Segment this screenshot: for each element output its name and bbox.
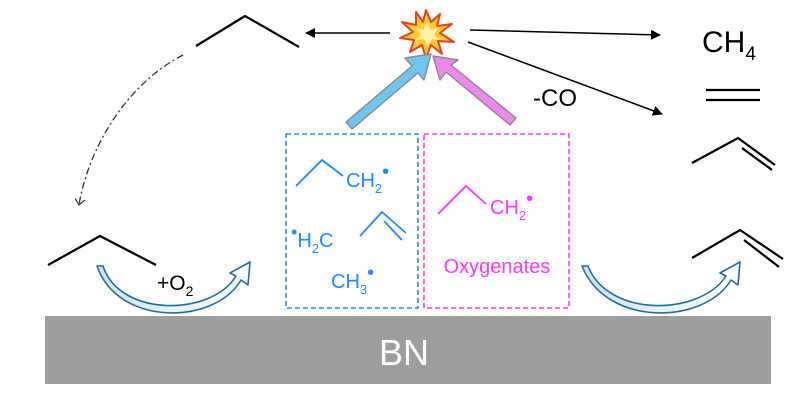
radical-species-box <box>285 133 419 309</box>
propane-bottom-molecule <box>47 234 157 266</box>
bn-surface-label: BN <box>379 332 429 373</box>
pink-oxygenate-arrow <box>432 55 517 126</box>
propylene-bottom-molecule <box>691 228 784 268</box>
propylene-top-molecule <box>691 136 776 171</box>
propyl-radical-blue-label: CH2• <box>346 161 389 196</box>
propyl-radical-magenta-chain <box>437 184 487 215</box>
propane-top-molecule <box>195 14 300 48</box>
oxygenates-label: Oxygenates <box>444 256 551 278</box>
allyl-radical-label: •H2C <box>291 222 333 256</box>
propyl-radical-blue-chain <box>295 158 344 187</box>
arrow-to-methane <box>469 29 661 40</box>
arrow-to-ethylene <box>467 41 663 116</box>
dashed-transfer-arrow <box>79 54 184 205</box>
methane-label: CH4 <box>702 26 756 65</box>
ethylene-molecule <box>706 88 760 102</box>
propyl-radical-magenta-label: CH2• <box>490 188 533 223</box>
bn-surface <box>45 316 771 384</box>
left-curved-arrow <box>96 261 251 314</box>
oxygen-addition-label: +O2 <box>157 272 194 299</box>
allyl-radical-chain <box>359 210 407 241</box>
explosion-icon <box>399 9 455 59</box>
blue-radical-arrow <box>345 53 432 130</box>
oxygenate-species-box <box>423 133 570 309</box>
co-loss-label: -CO <box>533 85 577 112</box>
right-curved-arrow <box>581 261 741 314</box>
methyl-radical-label: CH3• <box>331 262 374 297</box>
